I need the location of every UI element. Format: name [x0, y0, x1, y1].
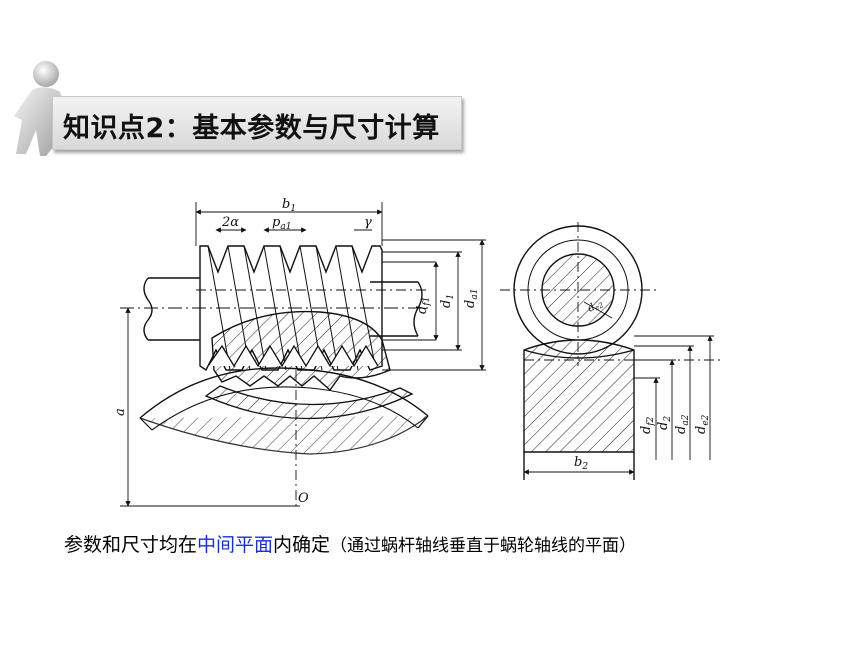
caption-highlight: 中间平面	[197, 534, 274, 556]
label-b1: b1	[282, 197, 296, 214]
label-df1: df1	[415, 297, 432, 314]
caption-text: 参数和尺寸均在	[64, 534, 198, 556]
label-da1: da1	[463, 289, 480, 308]
wheel-side-view	[500, 222, 720, 480]
label-pa1: pa1	[272, 215, 291, 232]
label-de2-small: de2	[586, 297, 605, 315]
title-banner: 知识点2：基本参数与尺寸计算	[52, 96, 462, 150]
label-da2: da2	[674, 414, 691, 434]
label-d2: d2	[656, 416, 673, 430]
label-d1: d1	[439, 294, 456, 308]
page-title: 知识点2：基本参数与尺寸计算	[63, 113, 440, 144]
worm-dimensions	[120, 202, 486, 508]
caption-text-2: 内确定	[273, 534, 331, 556]
diagram-labels: b1 2α pa1 γ df1 d1 da1 a O b2 df2 d2 da2…	[113, 197, 711, 506]
label-gamma: γ	[364, 215, 372, 230]
worm-view	[120, 245, 430, 372]
label-2alpha: 2α	[221, 215, 239, 230]
label-b2: b2	[574, 455, 588, 472]
caption: 参数和尺寸均在中间平面内确定（通过蜗杆轴线垂直于蜗轮轴线的平面）	[64, 532, 784, 559]
label-df2: df2	[639, 416, 656, 434]
worm-wheel-section	[139, 310, 429, 455]
caption-note: （通过蜗杆轴线垂直于蜗轮轴线的平面）	[330, 536, 637, 556]
label-o: O	[298, 491, 309, 506]
worm-gear-diagram: b1 2α pa1 γ df1 d1 da1 a O b2 df2 d2 da2…	[100, 190, 740, 520]
label-de2: de2	[694, 414, 711, 434]
label-a: a	[113, 408, 128, 416]
